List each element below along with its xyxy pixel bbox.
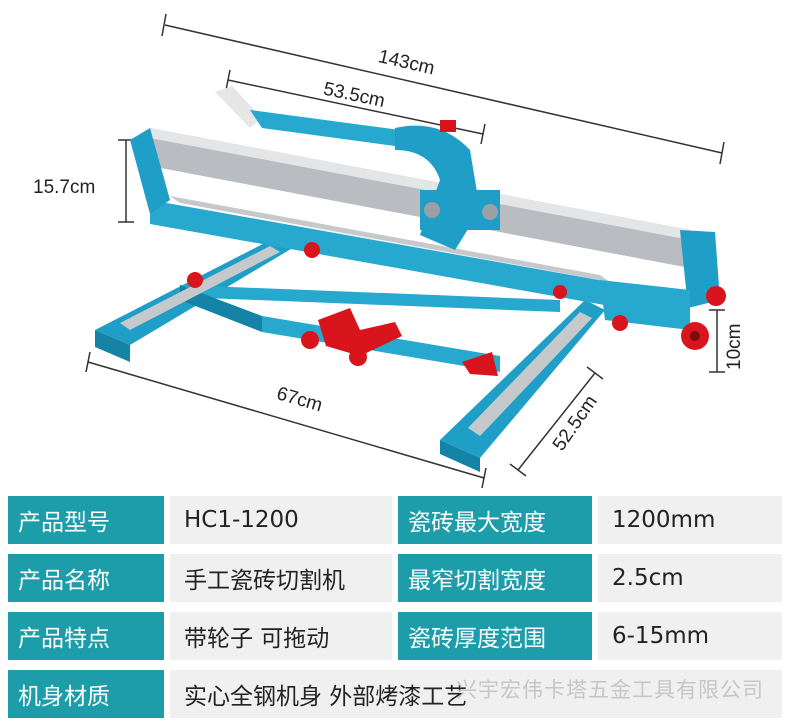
spec-label: 产品特点 [8,612,164,660]
tile-cutter-product-image: 143cm 53.5cm 15.7cm 10cm 67cm 52.5cm [33,13,745,489]
dim-wheel-height: 10cm [724,324,745,370]
watermark: 兴宇宏伟卡塔五金工具有限公司 [456,678,764,702]
spec-value: 实心全钢机身 外部烤漆工艺 [170,670,782,718]
dim-height: 15.7cm [33,177,95,198]
spec-label: 产品型号 [8,496,164,544]
red-parts [187,242,628,376]
spec-row: 产品名称 手工瓷砖切割机 最窄切割宽度 2.5cm [8,554,782,602]
spec-label: 最窄切割宽度 [398,554,592,602]
spec-label: 瓷砖厚度范围 [398,612,592,660]
cutting-handle [215,86,500,250]
spec-value: 手工瓷砖切割机 [170,554,392,602]
wheels [681,286,726,350]
dim-base-depth: 52.5cm [549,392,602,455]
dim-total-length: 143cm [376,46,436,79]
spec-label: 机身材质 [8,670,164,718]
dimension-lines [85,13,725,489]
spec-row: 产品特点 带轮子 可拖动 瓷砖厚度范围 6-15mm [8,612,782,660]
spec-row: 机身材质 实心全钢机身 外部烤漆工艺 兴宇宏伟卡塔五金工具有限公司 [8,670,782,718]
spec-row: 产品型号 HC1-1200 瓷砖最大宽度 1200mm [8,496,782,544]
spec-value: HC1-1200 [170,496,392,544]
spec-value: 带轮子 可拖动 [170,612,392,660]
spec-value: 2.5cm [598,554,782,602]
dim-base-width: 67cm [274,383,324,416]
spec-value: 1200mm [598,496,782,544]
spec-value: 6-15mm [598,612,782,660]
spec-label: 产品名称 [8,554,164,602]
spec-label: 瓷砖最大宽度 [398,496,592,544]
